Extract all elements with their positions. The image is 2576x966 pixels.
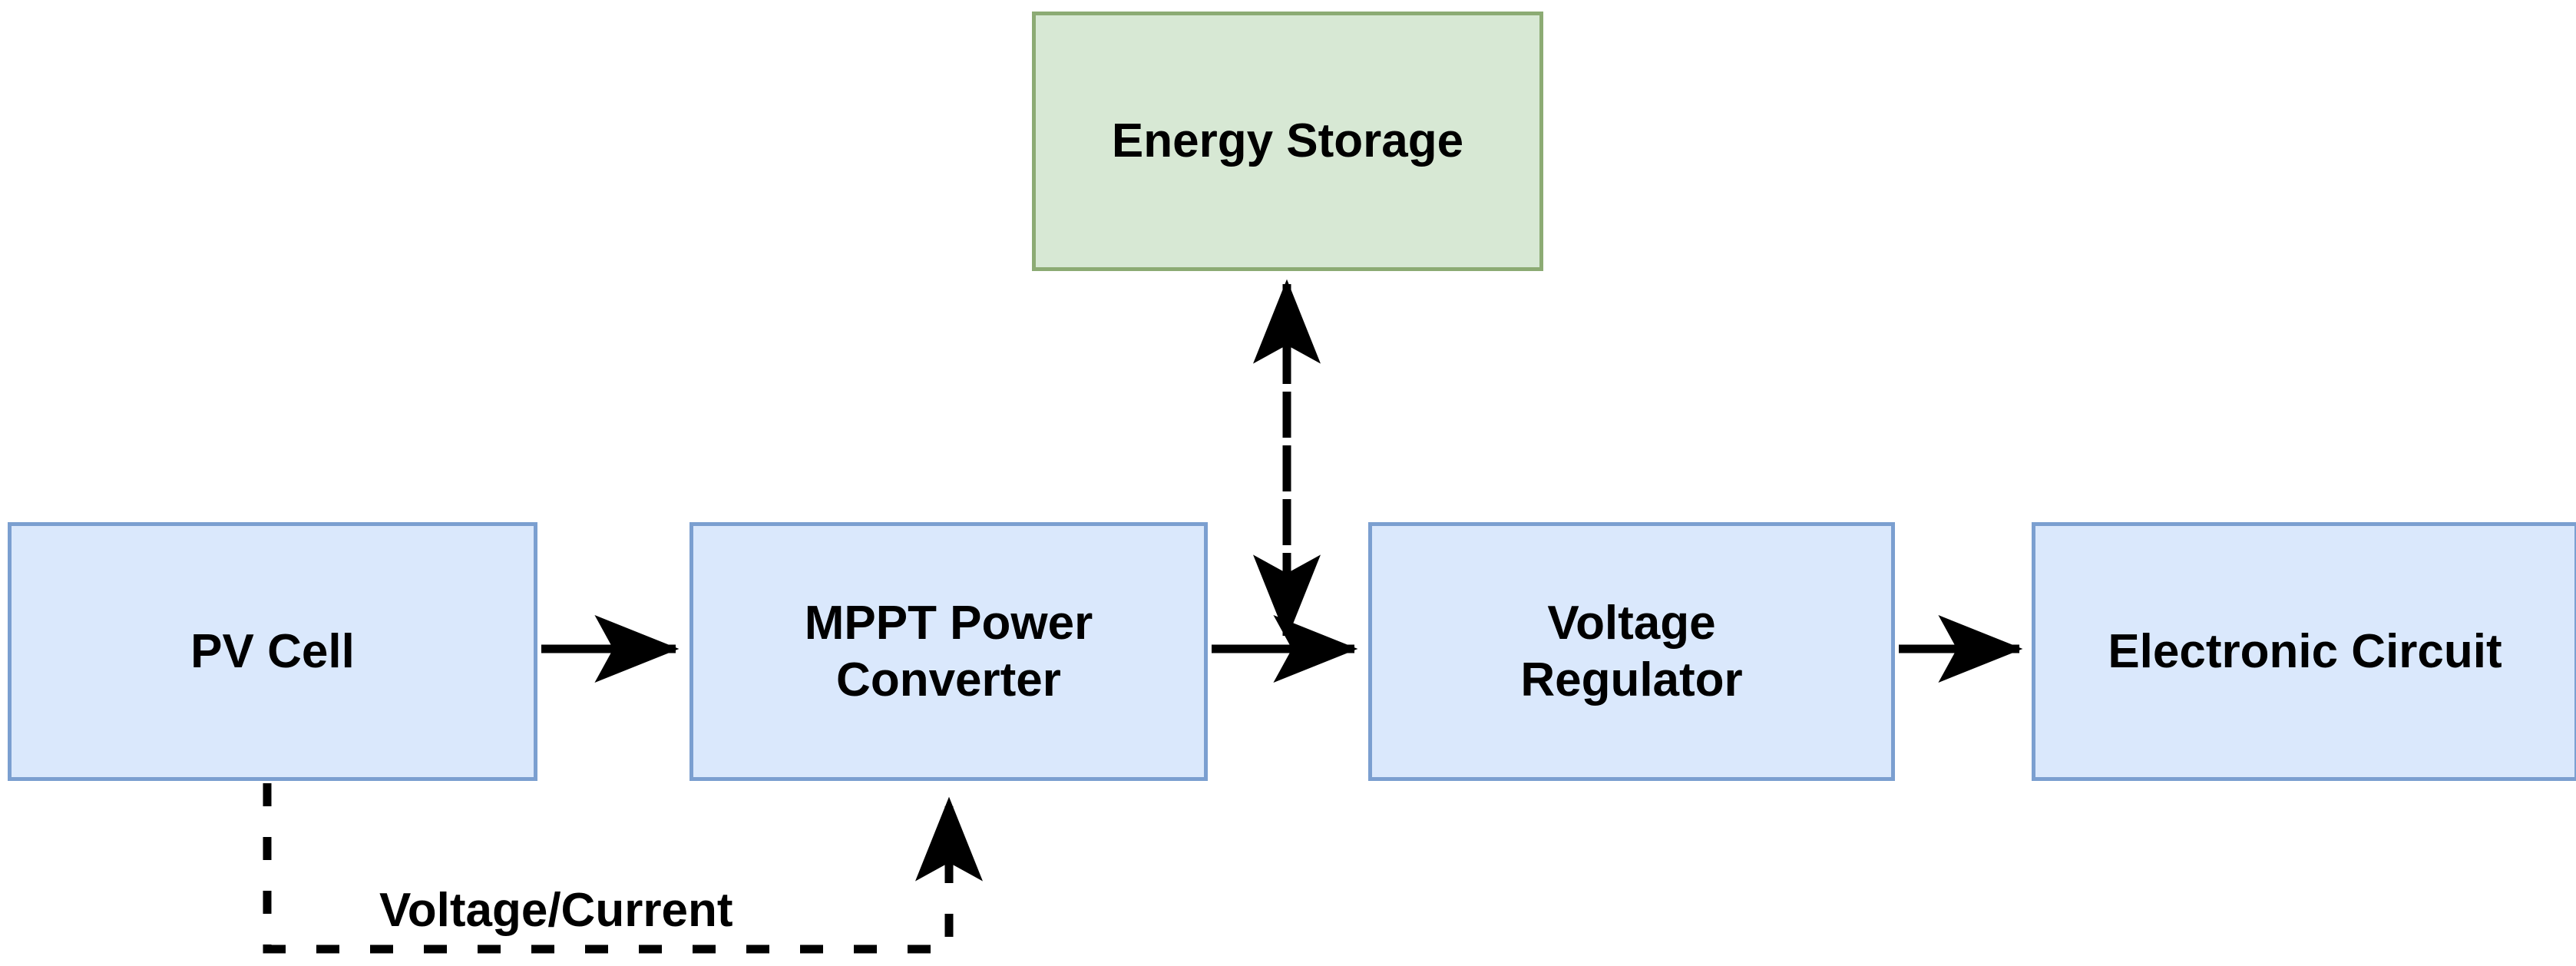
edge-pv-feedback-to-mppt bbox=[263, 783, 983, 954]
node-voltage-regulator[interactable]: Voltage Regulator bbox=[1368, 522, 1895, 781]
node-energy-storage-label: Energy Storage bbox=[1111, 114, 1464, 168]
node-electronic-circuit[interactable]: Electronic Circuit bbox=[2032, 522, 2576, 781]
node-mppt-power-converter[interactable]: MPPT Power Converter bbox=[689, 522, 1208, 781]
edge-label-voltage-current: Voltage/Current bbox=[379, 884, 733, 937]
node-mppt-power-converter-label: MPPT Power Converter bbox=[804, 597, 1093, 706]
node-pv-cell[interactable]: PV Cell bbox=[8, 522, 537, 781]
node-electronic-circuit-label: Electronic Circuit bbox=[2108, 624, 2502, 678]
node-energy-storage[interactable]: Energy Storage bbox=[1032, 12, 1543, 271]
node-pv-cell-label: PV Cell bbox=[190, 624, 355, 678]
node-voltage-regulator-label: Voltage Regulator bbox=[1520, 597, 1743, 706]
